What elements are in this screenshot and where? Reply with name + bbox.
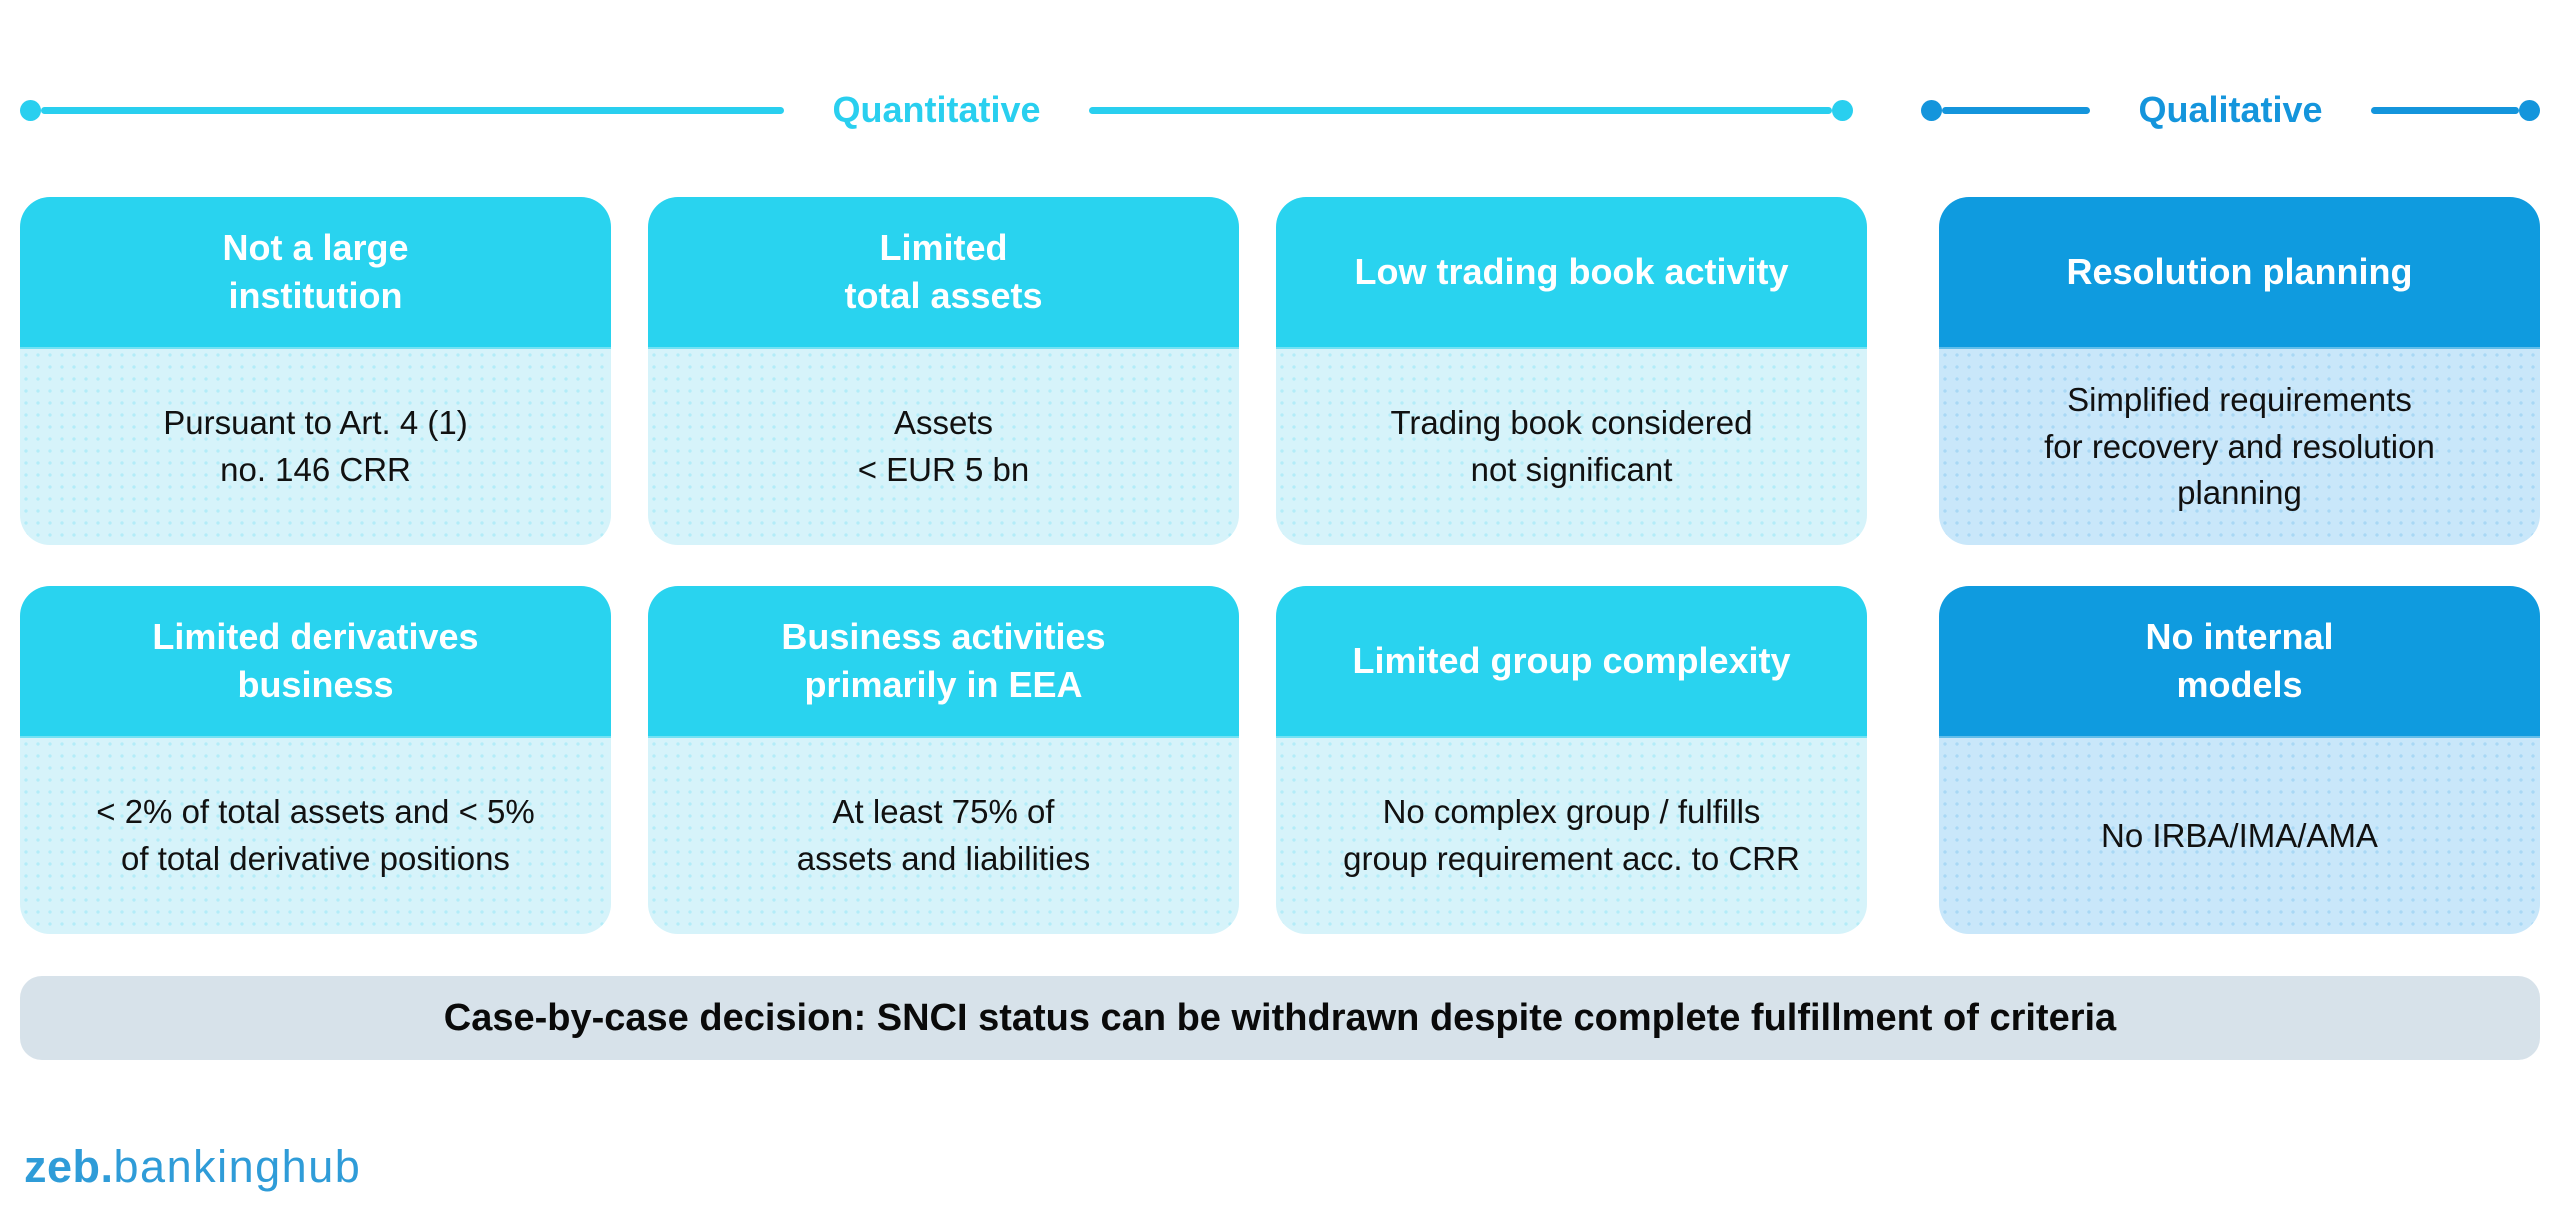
card-limited-group-complexity: Limited group complexity No complex grou… — [1276, 586, 1867, 934]
card-not-a-large-institution: Not a large institution Pursuant to Art.… — [20, 197, 611, 545]
card-description: Assets < EUR 5 bn — [648, 349, 1239, 545]
card-resolution-planning: Resolution planning Simplified requireme… — [1939, 197, 2540, 545]
card-no-internal-models: No internal models No IRBA/IMA/AMA — [1939, 586, 2540, 934]
bracket-qualitative: Qualitative — [1921, 92, 2540, 128]
card-title: No internal models — [1939, 586, 2540, 738]
card-title: Not a large institution — [20, 197, 611, 349]
card-description: Trading book considered not significant — [1276, 349, 1867, 545]
criteria-row-1: Not a large institution Pursuant to Art.… — [20, 197, 2540, 545]
category-brackets: Quantitative Qualitative — [20, 92, 2540, 128]
card-title: Limited derivatives business — [20, 586, 611, 738]
bracket-endpoint-dot — [1921, 99, 1942, 121]
card-description: At least 75% of assets and liabilities — [648, 738, 1239, 934]
bracket-line — [1088, 106, 1833, 114]
quantitative-label: Quantitative — [832, 89, 1041, 130]
bracket-endpoint-dot — [1832, 99, 1854, 121]
bracket-quantitative: Quantitative — [20, 89, 1854, 130]
card-title: Limited total assets — [648, 197, 1239, 349]
decision-bar: Case-by-case decision: SNCI status can b… — [20, 976, 2540, 1060]
card-description: No complex group / fulfills group requir… — [1276, 738, 1867, 934]
card-title: Business activities primarily in EEA — [648, 586, 1239, 738]
card-title: Resolution planning — [1939, 197, 2540, 349]
card-description: Pursuant to Art. 4 (1) no. 146 CRR — [20, 349, 611, 545]
card-title: Limited group complexity — [1276, 586, 1867, 738]
decision-bar-text: Case-by-case decision: SNCI status can b… — [443, 996, 2117, 1039]
card-description: Simplified requirements for recovery and… — [1939, 349, 2540, 545]
card-title: Low trading book activity — [1276, 197, 1867, 349]
bracket-line — [41, 106, 785, 114]
qualitative-label: Qualitative — [2138, 89, 2323, 130]
card-description: No IRBA/IMA/AMA — [1939, 738, 2540, 934]
zeb-bankinghub-logo: zeb.bankinghub — [24, 1144, 361, 1189]
criteria-row-2: Limited derivatives business < 2% of tot… — [20, 586, 2540, 934]
card-low-trading-book-activity: Low trading book activity Trading book c… — [1276, 197, 1867, 545]
logo-bankinghub: bankinghub — [113, 1141, 362, 1192]
card-limited-derivatives-business: Limited derivatives business < 2% of tot… — [20, 586, 611, 934]
bracket-line — [1942, 106, 2091, 114]
bracket-endpoint-dot — [20, 99, 41, 121]
card-limited-total-assets: Limited total assets Assets < EUR 5 bn — [648, 197, 1239, 545]
card-business-activities-eea: Business activities primarily in EEA At … — [648, 586, 1239, 934]
logo-zeb: zeb. — [24, 1141, 114, 1192]
bracket-endpoint-dot — [2519, 99, 2540, 121]
bracket-line — [2370, 106, 2519, 114]
card-description: < 2% of total assets and < 5% of total d… — [20, 738, 611, 934]
